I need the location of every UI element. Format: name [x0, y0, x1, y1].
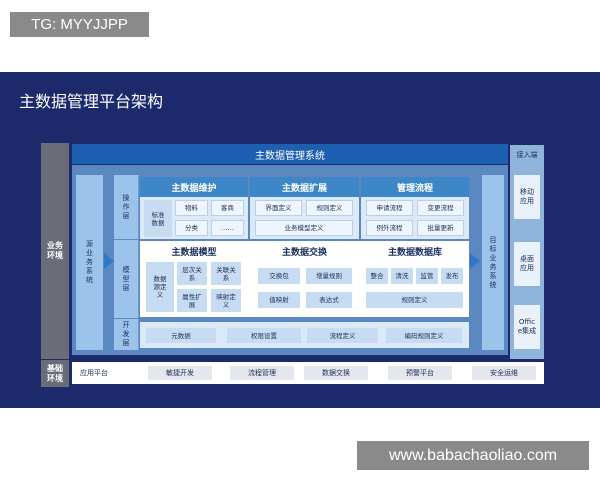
- access-item-mobile: 移动应用: [514, 175, 540, 219]
- platform-item-flow: 流程管理: [230, 366, 294, 380]
- platform-item-agile: 敏捷开发: [148, 366, 212, 380]
- model-item-hierarchy: 层次关系: [177, 262, 207, 285]
- model-item-attr-text: 属性扩展: [182, 292, 202, 309]
- watermark-bottom: www.babachaoliao.com: [357, 441, 589, 470]
- model-item-relation: 关联关系: [211, 262, 241, 285]
- flow-header: 管理流程: [361, 177, 469, 197]
- layer-model-text: 模型层: [122, 265, 130, 292]
- target-system: 目标业务系统: [482, 175, 504, 350]
- access-item-desktop-text: 桌面应用: [520, 255, 534, 272]
- layer-operate-text: 操作层: [122, 193, 130, 220]
- database-item-clean: 清洗: [391, 268, 413, 284]
- model-header: 主数据模型: [171, 247, 217, 258]
- model-item-source-text: 数据源定义: [153, 275, 167, 299]
- maintain-item-category: 分类: [175, 220, 208, 236]
- flow-item-batch: 批量更新: [417, 220, 464, 236]
- architecture-panel: 主数据管理平台架构 业务环境 基础环境 主数据管理系统 源业务系统 操作层 模型…: [0, 72, 600, 408]
- maintain-std-text: 标准数据: [151, 210, 165, 227]
- database-item-rule: 规则定义: [366, 292, 463, 308]
- platform-item-exchange: 数据交换: [304, 366, 368, 380]
- base-env-text: 基础环境: [47, 363, 63, 383]
- extend-item-rule: 规则定义: [306, 200, 353, 216]
- model-item-mapping-text: 映射定义: [216, 292, 236, 309]
- maintain-item-merchant: 客商: [211, 200, 244, 216]
- develop-item-flowdef: 流程定义: [307, 328, 378, 343]
- extend-header: 主数据扩展: [250, 177, 359, 197]
- database-item-monitor: 监管: [416, 268, 438, 284]
- database-header: 主数据数据库: [387, 247, 442, 258]
- access-item-mobile-text: 移动应用: [520, 188, 534, 205]
- develop-item-metadata: 元数据: [146, 328, 216, 343]
- flow-item-exception: 例外流程: [366, 220, 413, 236]
- exchange-item-expression: 表达式: [306, 292, 352, 308]
- exchange-item-valuemap: 值映射: [258, 292, 300, 308]
- layer-develop-text: 开发层: [122, 321, 130, 347]
- access-item-office-text: Office集成: [517, 318, 537, 335]
- extend-item-ui: 界面定义: [255, 200, 302, 216]
- business-env-text: 业务环境: [47, 241, 63, 260]
- watermark-top: TG: MYYJJPP: [10, 12, 149, 37]
- layer-model: 模型层: [114, 240, 139, 318]
- database-item-integrate: 整合: [366, 268, 388, 284]
- source-system-text: 源业务系统: [86, 240, 93, 284]
- target-system-text: 目标业务系统: [489, 235, 497, 289]
- extend-item-model: 业务模型定义: [255, 220, 353, 236]
- platform-item-alert: 预警平台: [388, 366, 452, 380]
- access-item-desktop: 桌面应用: [514, 242, 540, 286]
- maintain-item-material: 物料: [175, 200, 208, 216]
- model-item-mapping: 映射定义: [211, 289, 241, 312]
- develop-item-coderule: 编码规则定义: [386, 328, 462, 343]
- base-env-label: 基础环境: [41, 360, 69, 387]
- model-item-attr: 属性扩展: [177, 289, 207, 312]
- maintain-header: 主数据维护: [140, 177, 248, 197]
- platform-label: 应用平台: [80, 369, 108, 377]
- layer-develop: 开发层: [114, 319, 139, 350]
- exchange-item-package: 交换包: [258, 268, 300, 284]
- model-item-relation-text: 关联关系: [216, 265, 236, 282]
- database-item-publish: 发布: [441, 268, 463, 284]
- maintain-std: 标准数据: [144, 200, 172, 237]
- model-item-source: 数据源定义: [146, 262, 174, 312]
- source-system: 源业务系统: [76, 175, 103, 350]
- develop-item-permission: 权限设置: [227, 328, 301, 343]
- target-arrow-icon: [470, 253, 480, 269]
- business-env-label: 业务环境: [41, 143, 69, 359]
- access-item-office: Office集成: [514, 305, 540, 349]
- maintain-item-more: ……: [211, 220, 244, 236]
- source-arrow-icon: [104, 253, 114, 269]
- model-item-hierarchy-text: 层次关系: [182, 265, 202, 282]
- access-title: 接入端: [516, 151, 538, 159]
- exchange-header: 主数据交换: [281, 247, 327, 258]
- flow-item-change: 变更流程: [417, 200, 464, 216]
- page-title: 主数据管理平台架构: [19, 92, 164, 111]
- system-title-bar: 主数据管理系统: [72, 144, 508, 164]
- layer-operate: 操作层: [114, 175, 139, 239]
- platform-item-security: 安全运维: [472, 366, 536, 380]
- exchange-item-incremental: 增量规则: [306, 268, 352, 284]
- flow-item-apply: 申请流程: [366, 200, 413, 216]
